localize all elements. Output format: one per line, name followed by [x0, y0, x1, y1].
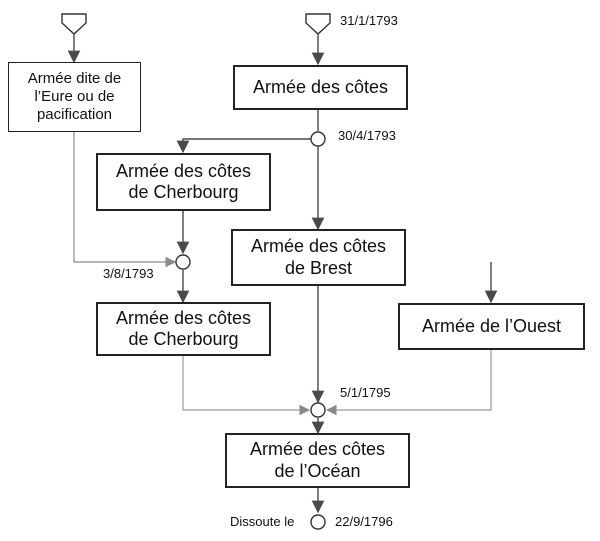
- box-armee-eure-line1: Armée dite de: [27, 70, 122, 88]
- event-end-circle: [310, 514, 326, 530]
- event-merge-cherbourg-circle: [175, 254, 191, 270]
- box-armee-cotes-ocean: Armée des côtes de l’Océan: [225, 433, 410, 488]
- box-ocean-line1: Armée des côtes: [249, 439, 386, 460]
- box-ocean-line2: de l’Océan: [274, 460, 361, 481]
- box-armee-ouest: Armée de l’Ouest: [398, 303, 585, 350]
- box-cherbourg-1-line2: de Cherbourg: [128, 182, 239, 202]
- arrow-split-cherbourg: [176, 138, 311, 154]
- arrow-eure-merge: [73, 132, 177, 268]
- date-merge-ocean: 5/1/1795: [340, 385, 391, 400]
- box-armee-cotes-brest: Armée des côtes de Brest: [231, 229, 406, 286]
- start-marker-eure: [61, 13, 87, 35]
- box-armee-eure: Armée dite de l’Eure ou de pacification: [8, 62, 141, 132]
- box-cherbourg-1-line1: Armée des côtes: [115, 160, 252, 181]
- box-brest-line1: Armée des côtes: [250, 236, 387, 257]
- start-marker-cotes: [305, 13, 331, 35]
- box-armee-eure-line3: pacification: [36, 105, 113, 123]
- event-split-circle: [310, 131, 326, 147]
- end-prefix: Dissoute le: [230, 514, 295, 529]
- arrow-cherbourg2-merge: [182, 356, 311, 416]
- date-start: 31/1/1793: [340, 13, 398, 28]
- date-end: 22/9/1796: [335, 514, 393, 529]
- box-armee-eure-line2: l’Eure ou de: [34, 88, 115, 106]
- date-merge-cherbourg: 3/8/1793: [103, 266, 154, 281]
- box-brest-line2: de Brest: [284, 257, 353, 278]
- arrow-ouest-merge: [325, 350, 492, 416]
- box-cherbourg-2-line2: de Cherbourg: [128, 329, 239, 349]
- date-split: 30/4/1793: [338, 128, 396, 143]
- box-armee-cotes: Armée des côtes: [233, 65, 408, 110]
- box-armee-cotes-line1: Armée des côtes: [252, 76, 389, 97]
- box-armee-cotes-cherbourg-2: Armée des côtes de Cherbourg: [96, 302, 271, 356]
- box-armee-ouest-line1: Armée de l’Ouest: [421, 315, 562, 336]
- box-cherbourg-2-line1: Armée des côtes: [115, 307, 252, 328]
- box-armee-cotes-cherbourg-1: Armée des côtes de Cherbourg: [96, 153, 271, 211]
- event-merge-ocean-circle: [310, 402, 326, 418]
